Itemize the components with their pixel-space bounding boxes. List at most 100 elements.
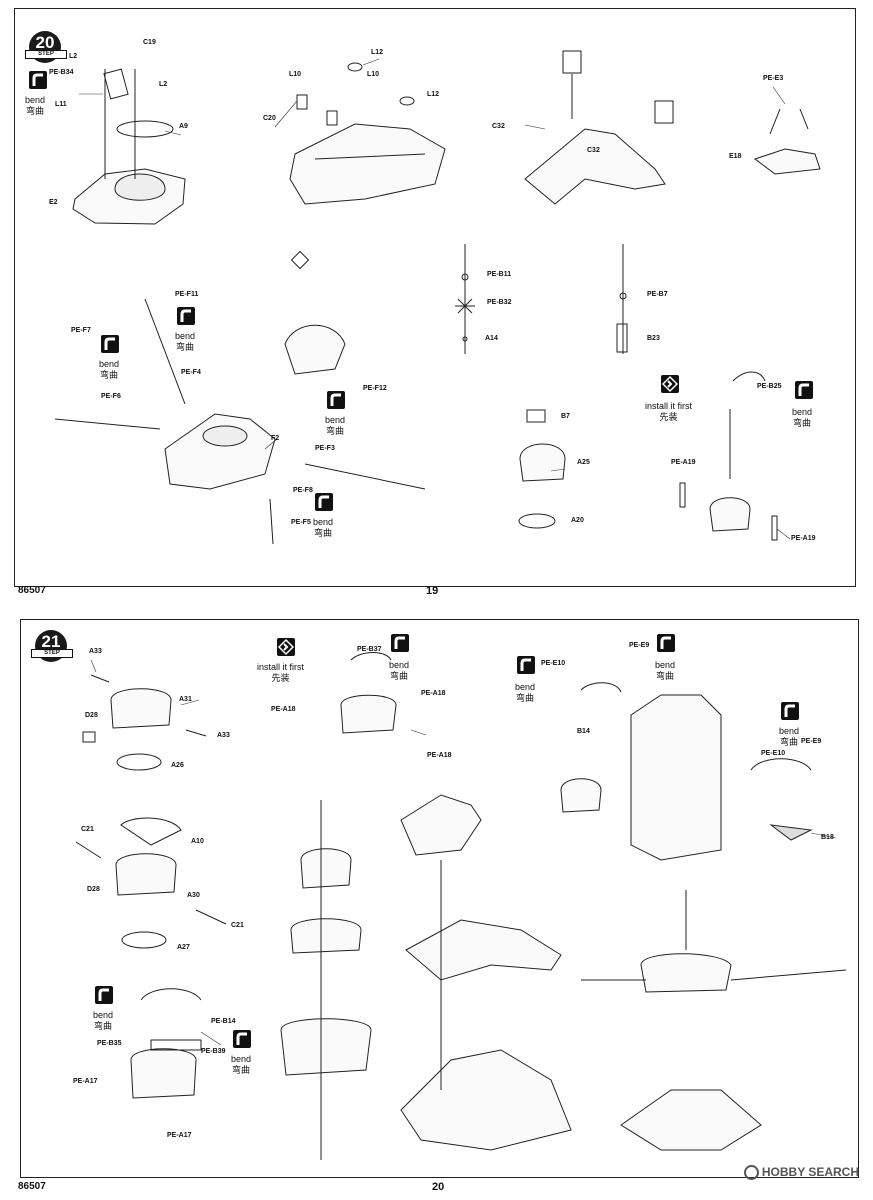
bend-note-en: bend bbox=[231, 1054, 252, 1064]
bend-note-zh: 弯曲 bbox=[100, 370, 119, 380]
install-note-en: install it first bbox=[257, 662, 305, 672]
part-label: D28 bbox=[87, 886, 100, 893]
bend-note-zh: 弯曲 bbox=[176, 342, 195, 352]
part-label: PE-F3 bbox=[315, 445, 335, 452]
part-label: PE-A18 bbox=[421, 690, 446, 697]
part-label: F2 bbox=[271, 435, 280, 442]
assembly-drawing-step-21 bbox=[75, 652, 847, 1160]
part-label: PE-B37 bbox=[357, 646, 382, 653]
bend-note-zh: 弯曲 bbox=[516, 693, 535, 703]
bend-icon bbox=[517, 656, 535, 674]
part-label: A10 bbox=[191, 838, 204, 845]
bend-note-zh: 弯曲 bbox=[26, 106, 45, 116]
bend-icon bbox=[795, 381, 813, 399]
part-label: L10 bbox=[367, 71, 380, 78]
part-label: A31 bbox=[179, 696, 192, 703]
install-note-zh: 先装 bbox=[271, 673, 290, 683]
part-label: PE-E10 bbox=[541, 660, 566, 667]
bend-note-en: bend bbox=[792, 407, 813, 417]
instruction-panel-step-20: 20 STEP bbox=[14, 8, 856, 587]
bend-note-zh: 弯曲 bbox=[390, 671, 409, 681]
bend-icon bbox=[781, 702, 799, 720]
part-label: A33 bbox=[89, 648, 102, 655]
page-number: 19 bbox=[426, 585, 439, 597]
step-number: 20 bbox=[35, 33, 55, 52]
bend-icon bbox=[95, 986, 113, 1004]
bend-note-en: bend bbox=[93, 1010, 114, 1020]
bend-note-en: bend bbox=[515, 682, 536, 692]
part-label: PE-A18 bbox=[427, 752, 452, 759]
bend-note-zh: 弯曲 bbox=[232, 1065, 251, 1075]
install-note-zh: 先装 bbox=[659, 412, 678, 422]
part-label: E18 bbox=[729, 153, 742, 160]
part-label: B23 bbox=[647, 335, 660, 342]
part-label: PE-B39 bbox=[201, 1048, 226, 1055]
bend-note-en: bend bbox=[99, 359, 120, 369]
step-number: 21 bbox=[41, 632, 61, 651]
part-label: L11 bbox=[55, 101, 67, 108]
part-label: PE-A18 bbox=[271, 706, 296, 713]
install-first-icon bbox=[661, 375, 679, 393]
part-label: C32 bbox=[492, 123, 505, 130]
bend-note-en: bend bbox=[389, 660, 410, 670]
bend-icon bbox=[101, 335, 119, 353]
part-label: L12 bbox=[371, 49, 384, 56]
bend-note-en: bend bbox=[779, 726, 800, 736]
part-label: D28 bbox=[85, 712, 98, 719]
part-label: A27 bbox=[177, 944, 190, 951]
bend-note-en: bend bbox=[313, 517, 334, 527]
bend-note-zh: 弯曲 bbox=[793, 418, 812, 428]
watermark: HOBBY SEARCH bbox=[743, 1165, 859, 1180]
bend-note-zh: 弯曲 bbox=[94, 1021, 113, 1031]
part-label: A26 bbox=[171, 762, 184, 769]
part-label: L2 bbox=[69, 53, 78, 60]
bend-note-en: bend bbox=[175, 331, 196, 341]
part-label: PE-B34 bbox=[49, 69, 74, 76]
part-label: PE-E9 bbox=[629, 642, 650, 649]
bend-icon bbox=[327, 391, 345, 409]
part-label: PE-F8 bbox=[293, 487, 313, 494]
part-label: PE-F4 bbox=[181, 369, 201, 376]
part-label: PE-F5 bbox=[291, 519, 311, 526]
part-label: PE-A19 bbox=[671, 459, 696, 466]
instruction-panel-step-21: 21 STEP bbox=[20, 619, 859, 1178]
part-label: PE-A17 bbox=[73, 1078, 98, 1085]
part-label: PE-B7 bbox=[647, 291, 668, 298]
part-label: PE-B35 bbox=[97, 1040, 122, 1047]
part-label: PE-A19 bbox=[791, 535, 816, 542]
part-label: A33 bbox=[217, 732, 230, 739]
part-label: B18 bbox=[821, 834, 834, 841]
step-badge: 21 STEP bbox=[31, 630, 73, 662]
bend-icon bbox=[315, 493, 333, 511]
part-label: PE-F12 bbox=[363, 385, 387, 392]
bend-note-en: bend bbox=[655, 660, 676, 670]
part-label: C32 bbox=[587, 147, 600, 154]
kit-code: 86507 bbox=[18, 585, 46, 596]
bend-note-zh: 弯曲 bbox=[314, 528, 333, 538]
part-label: A9 bbox=[179, 123, 188, 130]
part-label: A14 bbox=[485, 335, 498, 342]
step-badge: 20 STEP bbox=[25, 31, 67, 63]
part-label: A20 bbox=[571, 517, 584, 524]
assembly-drawing-step-20 bbox=[54, 50, 821, 545]
part-label: PE-E9 bbox=[801, 738, 822, 745]
step-word: STEP bbox=[25, 50, 67, 59]
part-label: A30 bbox=[187, 892, 200, 899]
part-label: L2 bbox=[159, 81, 168, 88]
step-word: STEP bbox=[31, 649, 73, 658]
part-label: PE-F7 bbox=[71, 327, 91, 334]
part-label: PE-B32 bbox=[487, 299, 512, 306]
part-label: A25 bbox=[577, 459, 590, 466]
part-label: PE-A17 bbox=[167, 1132, 192, 1139]
kit-code: 86507 bbox=[18, 1181, 46, 1192]
